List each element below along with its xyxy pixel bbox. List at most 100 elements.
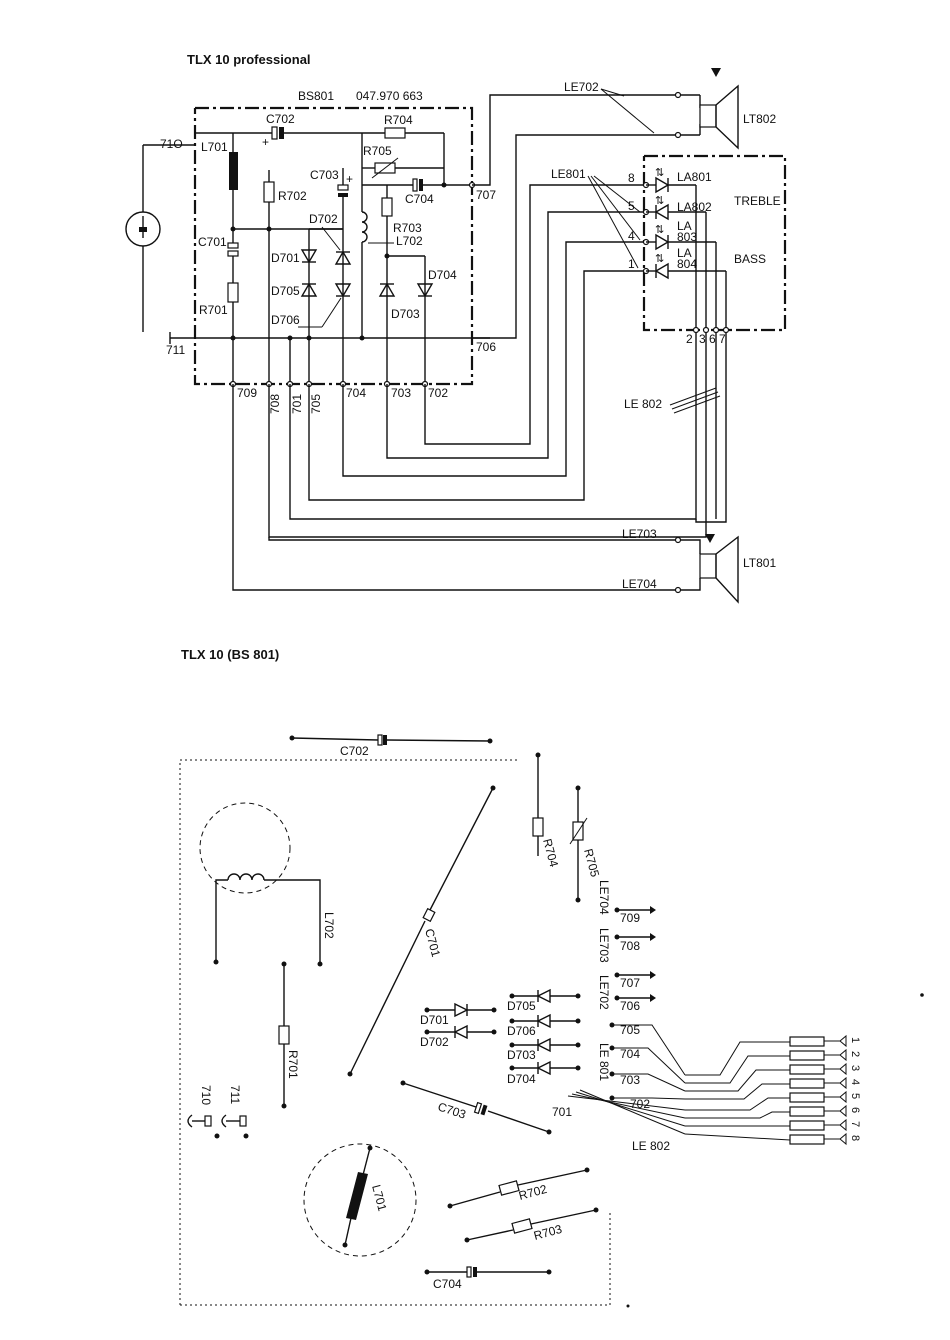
pcb-node-711: 711 xyxy=(228,1085,242,1104)
pcb-d701-label: D701 xyxy=(420,1013,449,1027)
pin-c2: 2 xyxy=(849,1051,861,1057)
bottom-title: TLX 10 (BS 801) xyxy=(181,647,279,662)
r701-resistor xyxy=(227,282,239,303)
pin-c5: 5 xyxy=(849,1093,861,1099)
node-701: 701 xyxy=(290,394,304,414)
pin-6: 6 xyxy=(709,332,716,346)
pcb-d703 xyxy=(509,1037,581,1053)
pcb-node-708: 708 xyxy=(620,939,640,953)
pcb-r703-label: R703 xyxy=(532,1222,564,1243)
la804-label-a: LA xyxy=(677,246,692,260)
pcb-l702 xyxy=(199,802,323,967)
r703-label: R703 xyxy=(393,221,422,235)
pcb-r705 xyxy=(569,785,588,903)
pin-c3: 3 xyxy=(849,1065,861,1071)
pcb-d706 xyxy=(509,1013,581,1029)
pcb-c702-label: C702 xyxy=(340,744,369,758)
la801-label: LA801 xyxy=(677,170,712,184)
l701-inductor xyxy=(229,152,238,190)
le801-label: LE801 xyxy=(551,167,586,181)
pcb-c703 xyxy=(400,1080,552,1135)
pcb-d704 xyxy=(509,1060,581,1076)
pcb-l701-label: L701 xyxy=(369,1183,390,1213)
c702-plus: + xyxy=(262,135,269,149)
d701-label: D701 xyxy=(271,251,300,265)
pcb-l701 xyxy=(303,1143,417,1257)
lt802-label: LT802 xyxy=(743,112,776,126)
pcb-d703-label: D703 xyxy=(507,1048,536,1062)
pcb-input-terminals xyxy=(187,1114,249,1139)
c701-label: C701 xyxy=(198,235,227,249)
pcb-r701 xyxy=(278,961,290,1109)
le702-label: LE702 xyxy=(564,80,599,94)
pcb-le702: LE702 xyxy=(597,975,611,1010)
pin-c8: 8 xyxy=(849,1135,861,1141)
d702-diode xyxy=(334,250,352,265)
board-outline xyxy=(193,106,474,386)
pcb-r703 xyxy=(464,1207,599,1243)
c702-capacitor xyxy=(271,126,284,140)
pin-c6: 6 xyxy=(849,1107,861,1113)
lt801-speaker xyxy=(699,534,739,604)
input-jack xyxy=(125,144,195,344)
pcb-d705-label: D705 xyxy=(507,999,536,1013)
pcb-le802: LE 802 xyxy=(632,1139,670,1153)
pin-8: 8 xyxy=(628,171,635,185)
node-702: 702 xyxy=(428,386,448,400)
la803-label-a: LA xyxy=(677,219,692,233)
pcb-node-710: 710 xyxy=(199,1085,213,1105)
l702-inductor xyxy=(361,211,368,243)
r704-resistor xyxy=(384,127,406,139)
pin-2: 2 xyxy=(686,332,693,346)
pcb-node-709: 709 xyxy=(620,911,640,925)
pcb-c702 xyxy=(289,734,493,746)
pcb-d702-label: D702 xyxy=(420,1035,449,1049)
l701-label: L701 xyxy=(201,140,228,154)
node-710: 71O xyxy=(160,137,183,151)
d706-label: D706 xyxy=(271,313,300,327)
la803-label-b: 803 xyxy=(677,230,697,244)
le802-label: LE 802 xyxy=(624,397,662,411)
d705-diode xyxy=(300,282,318,297)
pin-5: 5 xyxy=(628,199,635,213)
le704-label: LE704 xyxy=(622,577,657,591)
r701-label: R701 xyxy=(199,303,228,317)
pin-c4: 4 xyxy=(849,1079,861,1085)
pcb-d702 xyxy=(424,1024,497,1040)
r702-resistor xyxy=(263,181,275,203)
pcb-output-arrows xyxy=(614,906,656,1002)
pcb-node-707: 707 xyxy=(620,976,640,990)
pcb-harness-wires xyxy=(567,1022,686,1135)
pcb-cable-bundle xyxy=(684,1041,791,1141)
node-707: 707 xyxy=(476,188,496,202)
d704-diode xyxy=(416,283,434,298)
lt802-speaker xyxy=(699,68,739,150)
led-light-arrows: ⇅ ⇅ ⇅ ⇅ xyxy=(655,167,664,265)
node-711: 711 xyxy=(166,343,185,357)
d703-label: D703 xyxy=(391,307,420,321)
node-705: 705 xyxy=(309,394,323,414)
l702-label: L702 xyxy=(396,234,423,248)
svg-text:⇅: ⇅ xyxy=(655,195,664,207)
pcb-le801: LE 801 xyxy=(597,1043,611,1081)
pcb-c701-label: C701 xyxy=(422,927,443,959)
board-label: BS801 xyxy=(298,89,334,103)
pcb-c701 xyxy=(347,785,496,1077)
pin-3: 3 xyxy=(699,332,706,346)
node-704: 704 xyxy=(346,386,366,400)
pcb-node-704: 704 xyxy=(620,1047,640,1061)
c704-capacitor xyxy=(412,178,423,192)
c703-capacitor xyxy=(337,184,349,197)
pcb-r702 xyxy=(447,1167,590,1209)
pcb-le703: LE703 xyxy=(597,928,611,963)
c702-label: C702 xyxy=(266,112,295,126)
pcb-d706-label: D706 xyxy=(507,1024,536,1038)
pcb-d701 xyxy=(424,1002,497,1018)
le703-label: LE703 xyxy=(622,527,657,541)
d701-diode xyxy=(300,249,318,264)
part-number: 047.970 663 xyxy=(356,89,423,103)
pcb-r705-label: R705 xyxy=(581,847,602,879)
pcb-node-702: 702 xyxy=(630,1097,650,1111)
d705-label: D705 xyxy=(271,284,300,298)
